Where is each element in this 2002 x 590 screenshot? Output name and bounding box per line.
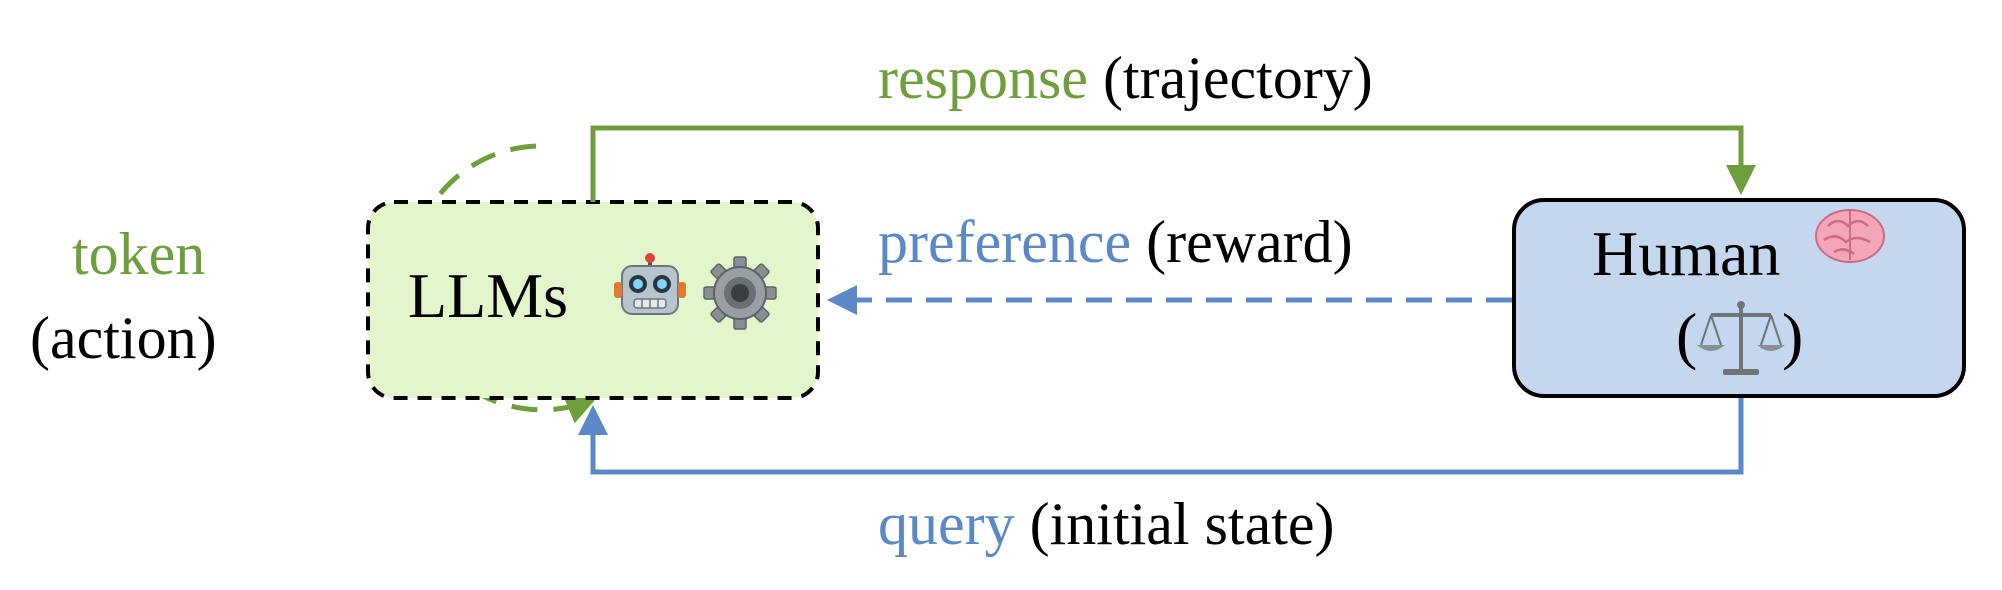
brain-icon	[1815, 209, 1885, 263]
human-paren-open: (	[1676, 300, 1698, 371]
query-paren: (initial state)	[1029, 491, 1335, 557]
response-label: response (trajectory)	[878, 48, 1373, 108]
response-arrow	[590, 125, 1756, 202]
query-arrow	[578, 398, 1744, 475]
preference-paren: (reward)	[1146, 209, 1353, 275]
robot-icon	[614, 253, 686, 315]
query-word: query	[878, 491, 1015, 557]
gear-icon	[703, 256, 777, 330]
llm-label: LLMs	[408, 260, 568, 331]
query-label: query (initial state)	[878, 494, 1335, 554]
human-paren-close: )	[1782, 300, 1804, 371]
scales-icon	[1697, 301, 1785, 375]
human-label: Human	[1592, 218, 1781, 289]
preference-label: preference (reward)	[878, 212, 1353, 272]
preference-word: preference	[878, 209, 1132, 275]
response-paren: (trajectory)	[1102, 45, 1373, 111]
token-paren: (action)	[30, 305, 217, 371]
token-word: token	[72, 221, 206, 287]
response-word: response	[878, 45, 1088, 111]
